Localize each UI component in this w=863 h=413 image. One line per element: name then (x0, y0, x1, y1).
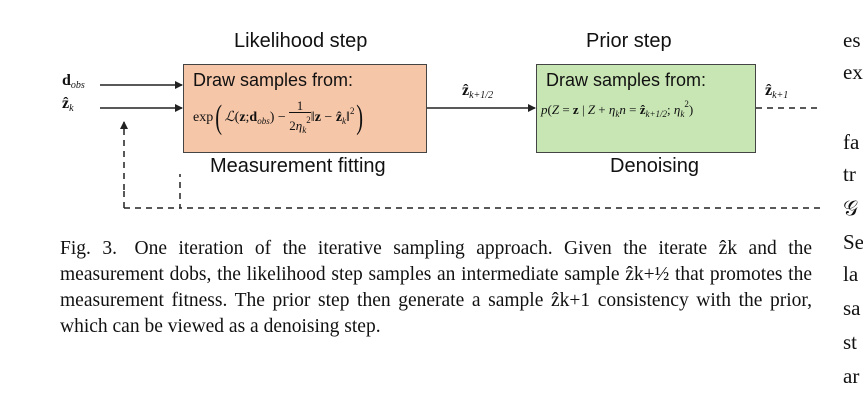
fragment-6: Se (843, 230, 863, 254)
diagram-connectors (100, 81, 820, 209)
figure-caption: Fig. 3. One iteration of the iterative s… (60, 236, 812, 340)
fragment-3: fa (843, 130, 860, 154)
fragment-10: ar (843, 364, 860, 388)
fragment-7: la (843, 262, 859, 286)
fragment-9: st (843, 330, 858, 354)
denoising-label: Denoising (610, 155, 699, 177)
likelihood-box-title: Draw samples from: (193, 70, 354, 90)
fragment-4: tr (843, 162, 856, 186)
input-d-obs-label: dobs (62, 72, 85, 91)
prior-formula: p(Z = z | Z + ηkn = ẑk+1/2; ηk2) (541, 99, 694, 119)
likelihood-step-heading: Likelihood step (234, 30, 368, 52)
input-z-k-label: ẑk (62, 95, 74, 114)
output-sample-label: ẑk+1 (765, 82, 788, 101)
fragment-2: ex (843, 60, 863, 84)
prior-box-title: Draw samples from: (546, 70, 707, 90)
fragment-1: es (843, 28, 861, 52)
out-z-symbol: ẑ (765, 82, 773, 99)
mid-z-subscript: k+1/2 (469, 90, 494, 101)
measurement-fitting-label: Measurement fitting (210, 155, 386, 177)
mid-z-symbol: ẑ (462, 82, 470, 99)
figure-diagram: Likelihood step Prior step dobs ẑk Draw … (62, 30, 820, 209)
input-z-symbol: ẑ (62, 95, 70, 112)
input-d-symbol: d (62, 72, 71, 89)
prior-step-heading: Prior step (586, 30, 672, 52)
intermediate-sample-label: ẑk+1/2 (462, 82, 493, 101)
figure-label: Fig. 3. (60, 238, 117, 259)
fragment-5: 𝒢 (843, 196, 858, 220)
prior-box: Draw samples from: p(Z = z | Z + ηkn = ẑ… (536, 64, 756, 153)
input-z-subscript: k (69, 103, 74, 114)
input-d-subscript: obs (70, 80, 85, 91)
fragment-8: sa (843, 296, 861, 320)
feedback-loop (179, 107, 820, 209)
out-z-subscript: k+1 (772, 90, 789, 101)
caption-text: One iteration of the iterative sampling … (60, 238, 813, 337)
